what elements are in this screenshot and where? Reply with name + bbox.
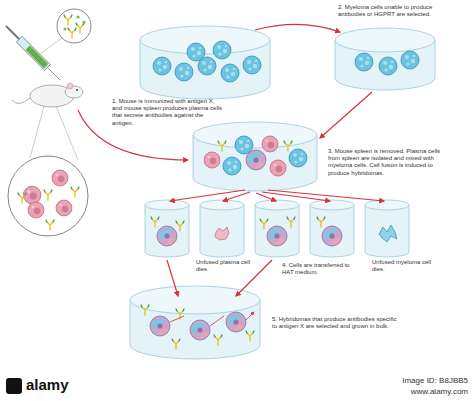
hat-medium-beakers <box>145 200 409 257</box>
watermark: alamy <box>26 376 106 394</box>
watermark-strip <box>0 372 474 401</box>
step-caption: 4. Cells are transferred to HAT medium. <box>282 262 358 276</box>
bulk-culture-dish <box>130 286 260 359</box>
selected-myeloma-dish <box>335 28 435 90</box>
step-caption: 1. Mouse is immunized with antigen X, an… <box>112 98 224 127</box>
fusion-dish <box>193 122 317 191</box>
watermark: Image ID: B8JBB5 <box>360 376 468 386</box>
watermark: www.alamy.com <box>360 387 468 397</box>
mouse <box>12 83 83 107</box>
outcome-note: Unfused plasma cell dies. <box>196 259 252 273</box>
step-caption: 2. Myeloma cells unable to produce antib… <box>338 4 456 18</box>
watermark-logo <box>6 378 22 394</box>
plasma-cells-magnified <box>8 106 88 236</box>
myeloma-dish <box>140 26 270 99</box>
outcome-note: Unfused myeloma cell dies. <box>372 259 442 273</box>
step-caption: 5. Hybridomas that produce antibodies sp… <box>272 316 402 330</box>
syringe <box>6 9 91 80</box>
step-caption: 3. Mouse spleen is removed. Plasma cells… <box>328 148 452 177</box>
